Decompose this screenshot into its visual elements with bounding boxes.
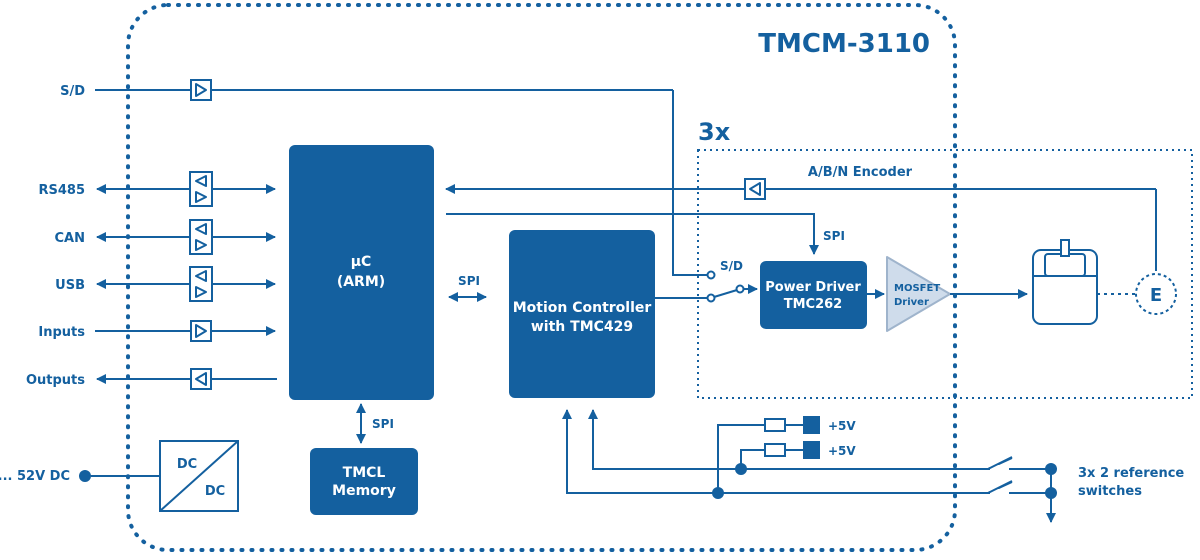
- pullup-line-2: [740, 449, 765, 469]
- axis-multiplier: 3x: [698, 118, 731, 146]
- ref-switch-terminal-top: [1045, 463, 1057, 475]
- stepper-motor-icon: [1032, 239, 1098, 325]
- interface-label-can: CAN: [55, 231, 85, 246]
- uc-motion-spi-label: SPI: [458, 274, 480, 288]
- uc-driver-spi-line: [446, 213, 819, 255]
- encoder-icon: [1135, 273, 1177, 315]
- uc-label: µC: [351, 254, 372, 270]
- supply-label-2: +5V: [828, 444, 856, 458]
- usb-transceiver-icon: [189, 266, 213, 302]
- sd-switch-arm: [713, 289, 738, 298]
- tmcl-sublabel: Memory: [332, 483, 396, 499]
- motion-label: Motion Controller: [513, 300, 652, 316]
- axis-boundary: [697, 149, 1193, 399]
- ref-switch-terminal-bottom: [1045, 487, 1057, 499]
- uc-tmcl-spi-label: SPI: [372, 417, 394, 431]
- mosfet-driver-icon: [886, 256, 951, 332]
- power-driver-sublabel: TMC262: [784, 297, 842, 312]
- outputs-buffer-icon: [190, 368, 212, 390]
- inputs-buffer-icon: [190, 320, 212, 342]
- ref-switches-sublabel: switches: [1078, 484, 1142, 499]
- tmcl-memory-block: [310, 448, 418, 515]
- mosfet-sublabel: Driver: [894, 297, 929, 308]
- sd-switch-pivot: [735, 284, 745, 294]
- interface-label-outputs: Outputs: [26, 373, 85, 388]
- encoder-symbol: E: [1150, 285, 1162, 306]
- rs485-transceiver-icon: [189, 171, 213, 207]
- motion-controller-block: [509, 230, 655, 398]
- encoder-label: A/B/N Encoder: [808, 165, 913, 180]
- uc-block: [289, 145, 434, 400]
- pullup-line-1: [717, 424, 765, 493]
- interface-label-inputs: Inputs: [38, 325, 85, 340]
- pullup-resistor-2-icon: [764, 443, 786, 457]
- ref-switch-blade-top-draw: [987, 456, 1013, 470]
- supply-label-1: +5V: [828, 419, 856, 433]
- uc-sublabel: (ARM): [337, 274, 385, 290]
- encoder-buffer-icon: [744, 178, 766, 200]
- ref-switch-line-outer: [562, 409, 1051, 494]
- interface-label-sd: S/D: [60, 84, 85, 99]
- mosfet-label: MOSFET: [894, 283, 940, 294]
- tmcl-label: TMCL: [343, 465, 386, 481]
- ref-switch-gap-top: [990, 465, 1009, 473]
- can-transceiver-icon: [189, 219, 213, 255]
- dc-dc-input-label: DC: [177, 457, 197, 472]
- ref-switch-line-inner: [588, 409, 1051, 470]
- sd-switch-contact-top: [706, 270, 716, 280]
- interface-label-rs485: RS485: [38, 183, 85, 198]
- pullup-resistor-1-icon: [764, 418, 786, 432]
- module-boundary: [126, 3, 957, 552]
- supply-terminal-2-icon: [803, 441, 820, 459]
- dc-dc-converter-icon: [159, 440, 239, 512]
- supply-terminal-1-icon: [803, 416, 820, 434]
- sd-switch-label: S/D: [720, 259, 743, 273]
- power-driver-label: Power Driver: [765, 280, 861, 295]
- sd-switch-contact-bottom: [706, 293, 716, 303]
- interface-label-usb: USB: [55, 278, 85, 293]
- motion-sublabel: with TMC429: [531, 319, 633, 335]
- power-driver-block: [760, 261, 867, 329]
- ref-switches-label: 3x 2 reference: [1078, 466, 1184, 481]
- sd-buffer-icon: [190, 79, 212, 101]
- uc-driver-spi-label: SPI: [823, 229, 845, 243]
- junction-dot-2: [735, 463, 747, 475]
- power-input-label: 9... 52V DC: [0, 469, 70, 484]
- ref-switch-blade-bottom-draw: [987, 480, 1013, 494]
- dc-dc-output-label: DC: [205, 484, 225, 499]
- ref-switch-gap-bottom: [990, 489, 1009, 497]
- junction-dot-1: [712, 487, 724, 499]
- sd-line-down: [672, 90, 707, 276]
- power-input-terminal: [79, 470, 91, 482]
- module-title: TMCM-3110: [758, 29, 930, 59]
